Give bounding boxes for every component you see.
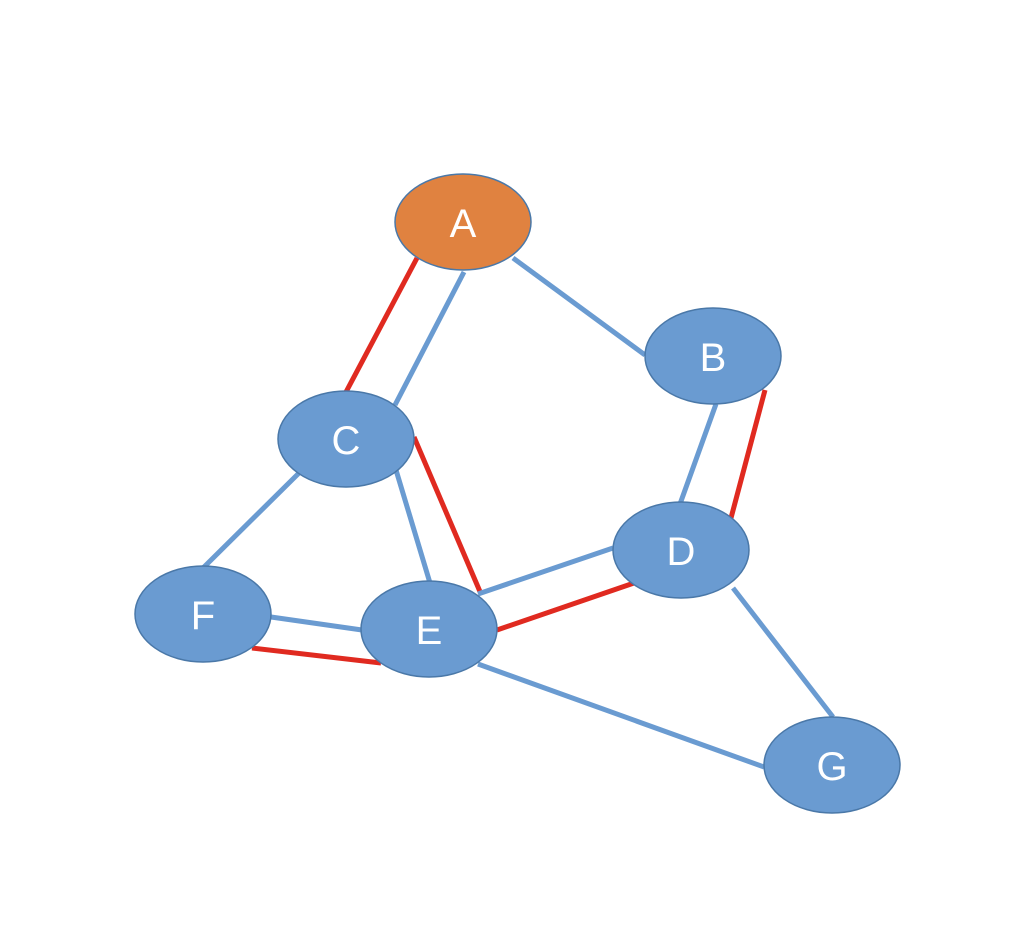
node-b: B [644,307,782,405]
node-c-label: C [332,419,361,463]
edge-a-c-highlighted [343,256,420,394]
edge-a-c [392,270,467,407]
edges-layer [201,255,835,770]
edge-f-e-highlighted [251,645,382,666]
node-g-label: G [816,745,847,789]
node-f-shape [134,565,272,663]
edge-e-g [477,661,765,770]
edge-c-f [201,471,301,570]
edge-b-d [677,403,719,505]
node-b-shape [644,307,782,405]
edge-c-e-highlighted [411,436,484,595]
node-c: C [277,390,415,488]
node-e: E [360,580,498,678]
node-a: A [394,173,532,271]
edge-d-g [731,586,835,719]
edge-d-e [477,545,614,597]
edge-f-e [270,614,363,633]
edge-a-b [511,255,647,358]
node-g-shape [763,716,901,814]
edge-c-e [393,469,433,584]
node-g: G [763,716,901,814]
node-b-label: B [700,336,727,380]
node-e-label: E [416,609,443,653]
node-f-label: F [191,594,215,638]
node-e-shape [360,580,498,678]
edge-b-d-highlighted [728,389,768,519]
node-a-label: A [450,202,477,246]
node-c-shape [277,390,415,488]
node-f: F [134,565,272,663]
node-d-label: D [667,530,696,574]
node-d: D [612,501,750,599]
nodes-layer: A B C D E F G [134,173,901,814]
edge-d-e-highlighted [496,580,635,633]
node-d-shape [612,501,750,599]
node-a-shape [394,173,532,271]
